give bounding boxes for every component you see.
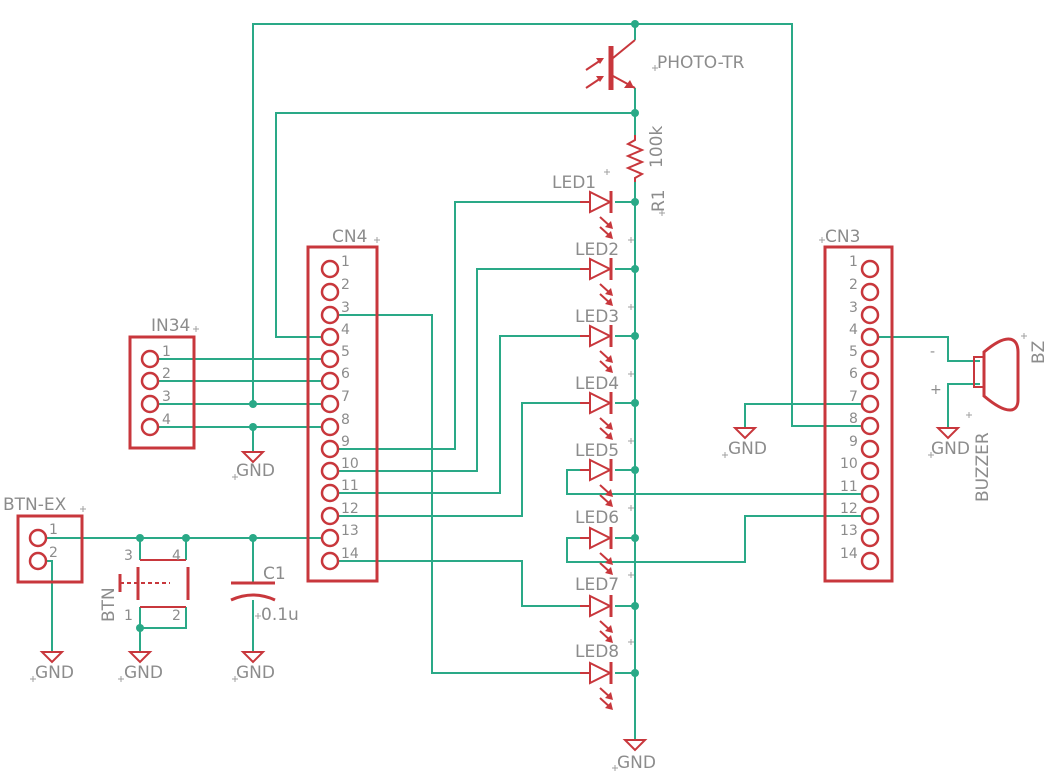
connector-btn-ex: BTN-EX 1 2 bbox=[3, 495, 84, 584]
cn3-pin: 5 bbox=[849, 344, 858, 360]
led-array: LED1 LED2 LED3 LED4 bbox=[552, 173, 619, 710]
btn-ex-pin: 1 bbox=[49, 522, 58, 538]
gnd-c1: GND bbox=[236, 651, 275, 683]
btn-pin: 2 bbox=[172, 608, 181, 624]
gnd-btn-ex: GND bbox=[35, 651, 74, 683]
led-8-label: LED8 bbox=[575, 642, 619, 662]
gnd-label: GND bbox=[931, 439, 970, 459]
cn3-pin: 14 bbox=[840, 546, 858, 562]
gnd-cn3: GND bbox=[728, 427, 767, 459]
cn4-label: CN4 bbox=[332, 227, 367, 247]
origin-markers bbox=[30, 65, 1027, 771]
cn3-pin: 3 bbox=[849, 300, 858, 316]
cn3-pin: 4 bbox=[849, 322, 858, 338]
in34-pin: 2 bbox=[162, 366, 171, 382]
led-6-label: LED6 bbox=[575, 508, 619, 528]
cn4-pin: 4 bbox=[341, 322, 350, 338]
cn3-pin: 6 bbox=[849, 366, 858, 382]
cn3-pin: 7 bbox=[849, 389, 858, 405]
connector-in34: IN34 1 2 3 4 bbox=[128, 316, 196, 450]
buzzer-pin: - bbox=[930, 344, 935, 360]
led-6: LED6 bbox=[575, 508, 619, 575]
c1-name-label: C1 bbox=[263, 564, 286, 584]
photo-tr-label: PHOTO-TR bbox=[657, 53, 745, 73]
cn3-pin: 11 bbox=[840, 479, 858, 495]
btn-ex-label: BTN-EX bbox=[3, 495, 67, 515]
cn3-pin: 2 bbox=[849, 277, 858, 293]
led-5: LED5 bbox=[575, 441, 619, 507]
buzzer-label: BUZZER bbox=[973, 432, 993, 502]
in34-label: IN34 bbox=[151, 316, 190, 336]
cn3-pin: 9 bbox=[849, 434, 858, 450]
cn4-pin: 5 bbox=[341, 344, 350, 360]
cn3-pin: 13 bbox=[840, 523, 858, 539]
cn3-pin: 10 bbox=[840, 456, 858, 472]
cn4-pin: 6 bbox=[341, 366, 350, 382]
cn3-pin: 12 bbox=[840, 501, 858, 517]
gnd-buzzer: GND bbox=[931, 427, 970, 459]
led-3-label: LED3 bbox=[575, 307, 619, 327]
in34-pin: 1 bbox=[162, 344, 171, 360]
led-2-label: LED2 bbox=[575, 240, 619, 260]
cn4-pin: 12 bbox=[341, 501, 359, 517]
btn-label: BTN bbox=[99, 587, 119, 622]
btn-ex-pin: 2 bbox=[49, 545, 58, 561]
ground-symbols: GND GND GND GND GND GND GND bbox=[35, 427, 970, 773]
led-4: LED4 bbox=[575, 374, 619, 440]
buzzer-pin: + bbox=[930, 382, 942, 398]
r1-value-label: 100k bbox=[647, 126, 667, 168]
connector-cn3: CN3 1 2 3 4 5 6 7 8 9 10 11 12 13 14 bbox=[823, 227, 894, 583]
gnd-label: GND bbox=[124, 663, 163, 683]
junctions bbox=[136, 20, 639, 677]
capacitor-c1: C1 0.1u bbox=[230, 564, 299, 625]
cn3-pin: 1 bbox=[849, 254, 858, 270]
in34-pin: 3 bbox=[162, 389, 171, 405]
push-button-btn: 3 4 1 2 BTN bbox=[99, 548, 190, 624]
gnd-led-bus: GND bbox=[617, 739, 656, 773]
gnd-label: GND bbox=[728, 439, 767, 459]
c1-value-label: 0.1u bbox=[261, 605, 299, 625]
cn4-pin: 7 bbox=[341, 389, 350, 405]
cn4-pin: 13 bbox=[341, 523, 359, 539]
led-7: LED7 bbox=[575, 575, 619, 643]
cn3-label: CN3 bbox=[825, 227, 860, 247]
led-7-label: LED7 bbox=[575, 575, 619, 595]
cn4-pin: 9 bbox=[341, 434, 350, 450]
gnd-label: GND bbox=[236, 461, 275, 481]
led-8: LED8 bbox=[575, 642, 619, 710]
cn4-pin: 11 bbox=[341, 478, 359, 494]
led-1: LED1 bbox=[552, 173, 613, 239]
wires bbox=[38, 23, 980, 740]
led-4-label: LED4 bbox=[575, 374, 619, 394]
in34-pin: 4 bbox=[162, 412, 171, 428]
led-5-label: LED5 bbox=[575, 441, 619, 461]
buzzer-bz: - + BZ BUZZER bbox=[930, 337, 1049, 502]
gnd-label: GND bbox=[35, 663, 74, 683]
gnd-label: GND bbox=[617, 753, 656, 773]
bz-label: BZ bbox=[1029, 341, 1049, 364]
btn-pin: 1 bbox=[124, 608, 133, 624]
gnd-btn: GND bbox=[124, 651, 163, 683]
cn4-pin: 3 bbox=[341, 300, 350, 316]
cn4-pin: 14 bbox=[341, 546, 359, 562]
cn4-pin: 8 bbox=[341, 412, 350, 428]
btn-pin: 3 bbox=[124, 548, 133, 564]
resistor-r1: 100k R1 bbox=[625, 126, 669, 212]
led-3: LED3 bbox=[575, 307, 619, 373]
r1-name-label: R1 bbox=[649, 189, 669, 212]
photo-transistor: PHOTO-TR bbox=[585, 39, 745, 90]
gnd-label: GND bbox=[236, 663, 275, 683]
led-1-label: LED1 bbox=[552, 173, 596, 193]
connector-cn4: CN4 1 2 3 4 5 6 7 8 9 10 11 12 13 14 bbox=[306, 227, 379, 583]
cn4-pin: 10 bbox=[341, 456, 359, 472]
led-2: LED2 bbox=[575, 240, 619, 306]
cn4-pin: 1 bbox=[341, 254, 350, 270]
btn-pin: 4 bbox=[172, 548, 181, 564]
cn4-pin: 2 bbox=[341, 277, 350, 293]
gnd-in34: GND bbox=[236, 451, 275, 481]
cn3-pin: 8 bbox=[849, 411, 858, 427]
